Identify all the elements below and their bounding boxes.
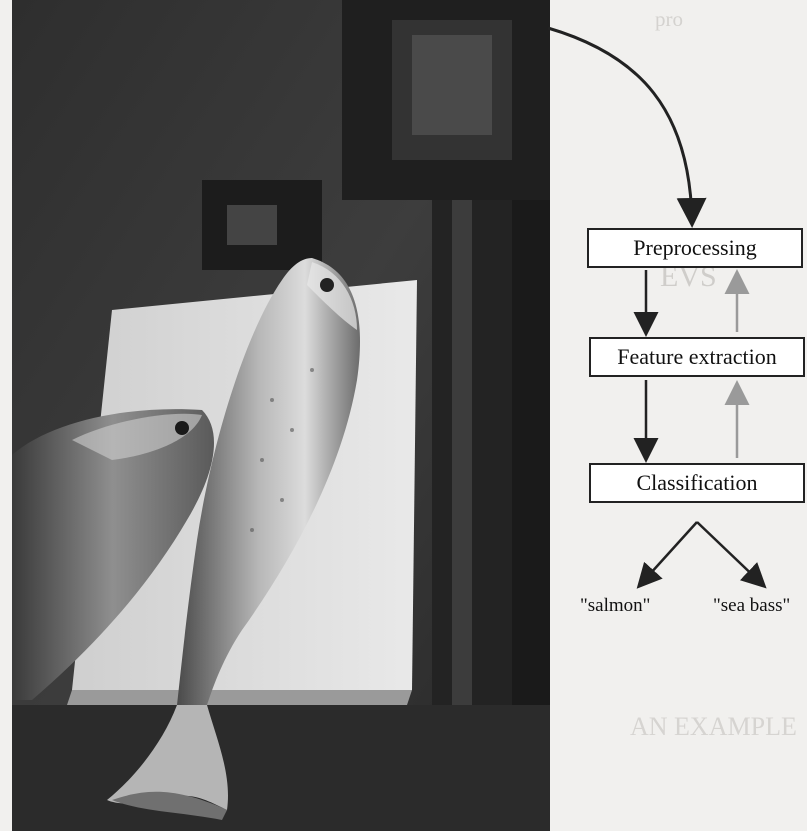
fish-photo	[12, 0, 550, 831]
classification-to-salmon-arrow	[640, 522, 697, 585]
classification-box: Classification	[589, 463, 805, 503]
preprocessing-box: Preprocessing	[587, 228, 803, 268]
output-sea-bass-label: "sea bass"	[713, 595, 790, 617]
output-salmon-label: "salmon"	[580, 595, 650, 617]
input-arrow	[548, 28, 692, 222]
feature-extraction-label: Feature extraction	[617, 344, 776, 369]
preprocessing-label: Preprocessing	[633, 235, 756, 260]
classification-label: Classification	[637, 470, 758, 495]
feature-extraction-box: Feature extraction	[589, 337, 805, 377]
classification-to-sea-bass-arrow	[697, 522, 763, 585]
